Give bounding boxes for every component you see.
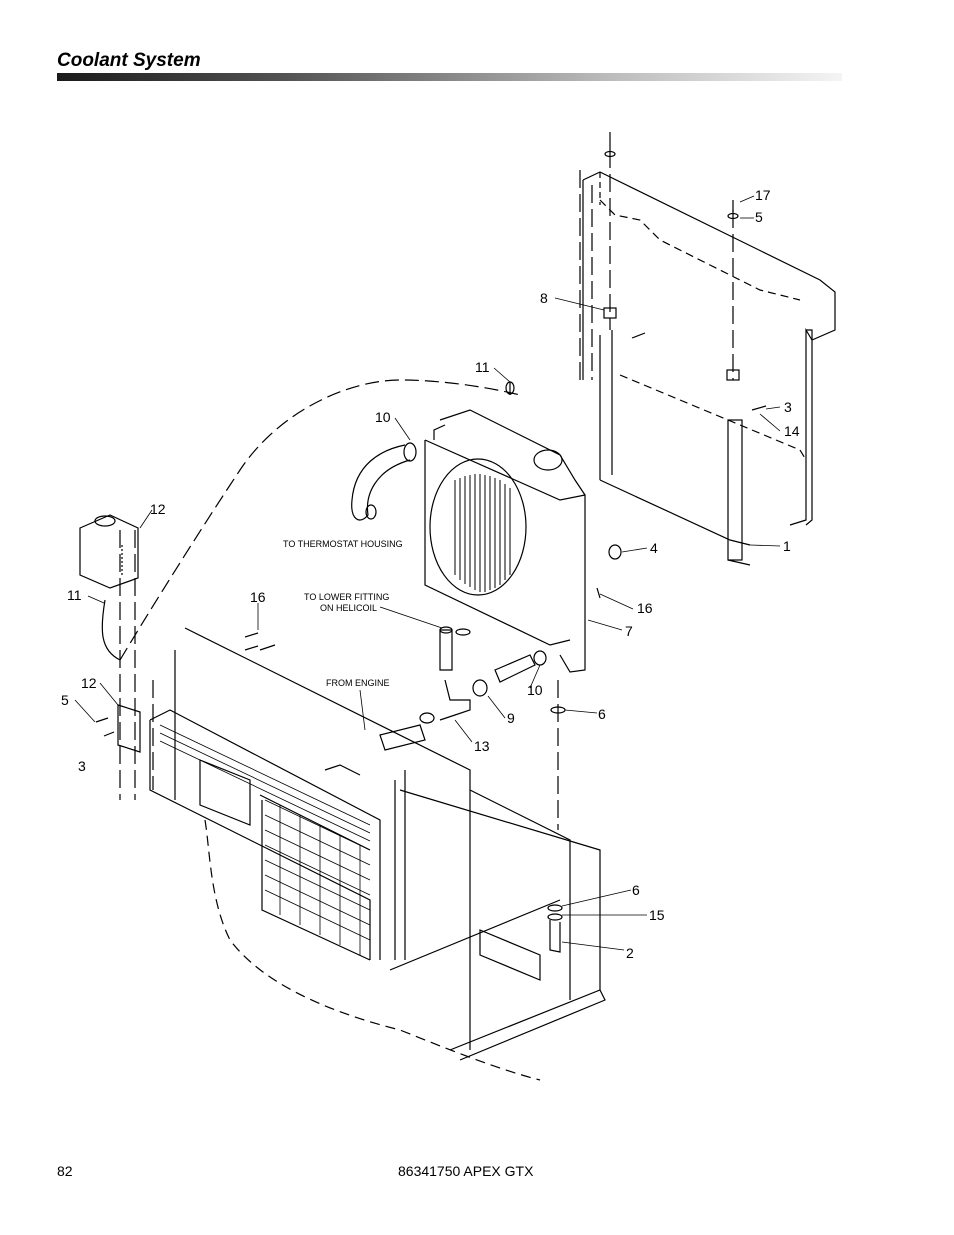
leader-lines [74, 195, 781, 951]
overflow-hose [119, 379, 521, 661]
diagram-notes: TO THERMOSTAT HOUSING TO LOWER FITTING O… [283, 539, 403, 688]
radiator-shroud [582, 171, 836, 566]
callout-5: 5 [61, 692, 69, 708]
callout-15: 15 [649, 907, 665, 923]
callout-6: 6 [632, 882, 640, 898]
callout-12: 12 [150, 501, 166, 517]
top-bolts [603, 132, 767, 411]
callout-numbers: 17 5 8 11 3 14 10 12 4 1 11 16 16 7 12 5… [61, 187, 800, 961]
lower-frame [149, 627, 606, 1081]
overflow-reservoir [79, 514, 139, 661]
callout-13: 13 [474, 738, 490, 754]
callout-9: 9 [507, 710, 515, 726]
callout-2: 2 [626, 945, 634, 961]
callout-3: 3 [784, 399, 792, 415]
assembly-centerlines [119, 150, 734, 830]
callout-4: 4 [650, 540, 658, 556]
callout-14: 14 [784, 423, 800, 439]
callout-5: 5 [755, 209, 763, 225]
callout-11: 11 [67, 587, 82, 603]
top-perforations [159, 724, 371, 842]
small-hardware [244, 381, 622, 651]
callout-16: 16 [250, 589, 266, 605]
diagram-drawing [79, 132, 836, 1081]
coolant-system-diagram: 17 5 8 11 3 14 10 12 4 1 11 16 16 7 12 5… [61, 132, 836, 1081]
callout-7: 7 [625, 623, 633, 639]
callout-12: 12 [81, 675, 97, 691]
note-helicoil: ON HELICOIL [320, 603, 377, 613]
note-thermostat: TO THERMOSTAT HOUSING [283, 539, 403, 549]
callout-1: 1 [783, 538, 791, 554]
note-from-engine: FROM ENGINE [326, 678, 390, 688]
callout-16: 16 [637, 600, 653, 616]
callout-3: 3 [78, 758, 86, 774]
lower-hoses [379, 626, 566, 751]
callout-6: 6 [598, 706, 606, 722]
callout-10: 10 [527, 682, 543, 698]
upper-hose [351, 442, 417, 521]
reservoir-bracket [95, 704, 141, 753]
callout-11: 11 [475, 359, 490, 375]
callout-10: 10 [375, 409, 391, 425]
header-rule [57, 73, 842, 81]
page-number: 82 [57, 1163, 73, 1179]
grille [264, 799, 371, 955]
page-title: Coolant System [57, 50, 201, 71]
radiator [424, 409, 586, 673]
callout-17: 17 [755, 187, 771, 203]
frame-hardware [547, 904, 563, 953]
note-lower-fitting: TO LOWER FITTING [304, 592, 389, 602]
document-id: 86341750 APEX GTX [398, 1163, 534, 1179]
callout-8: 8 [540, 290, 548, 306]
